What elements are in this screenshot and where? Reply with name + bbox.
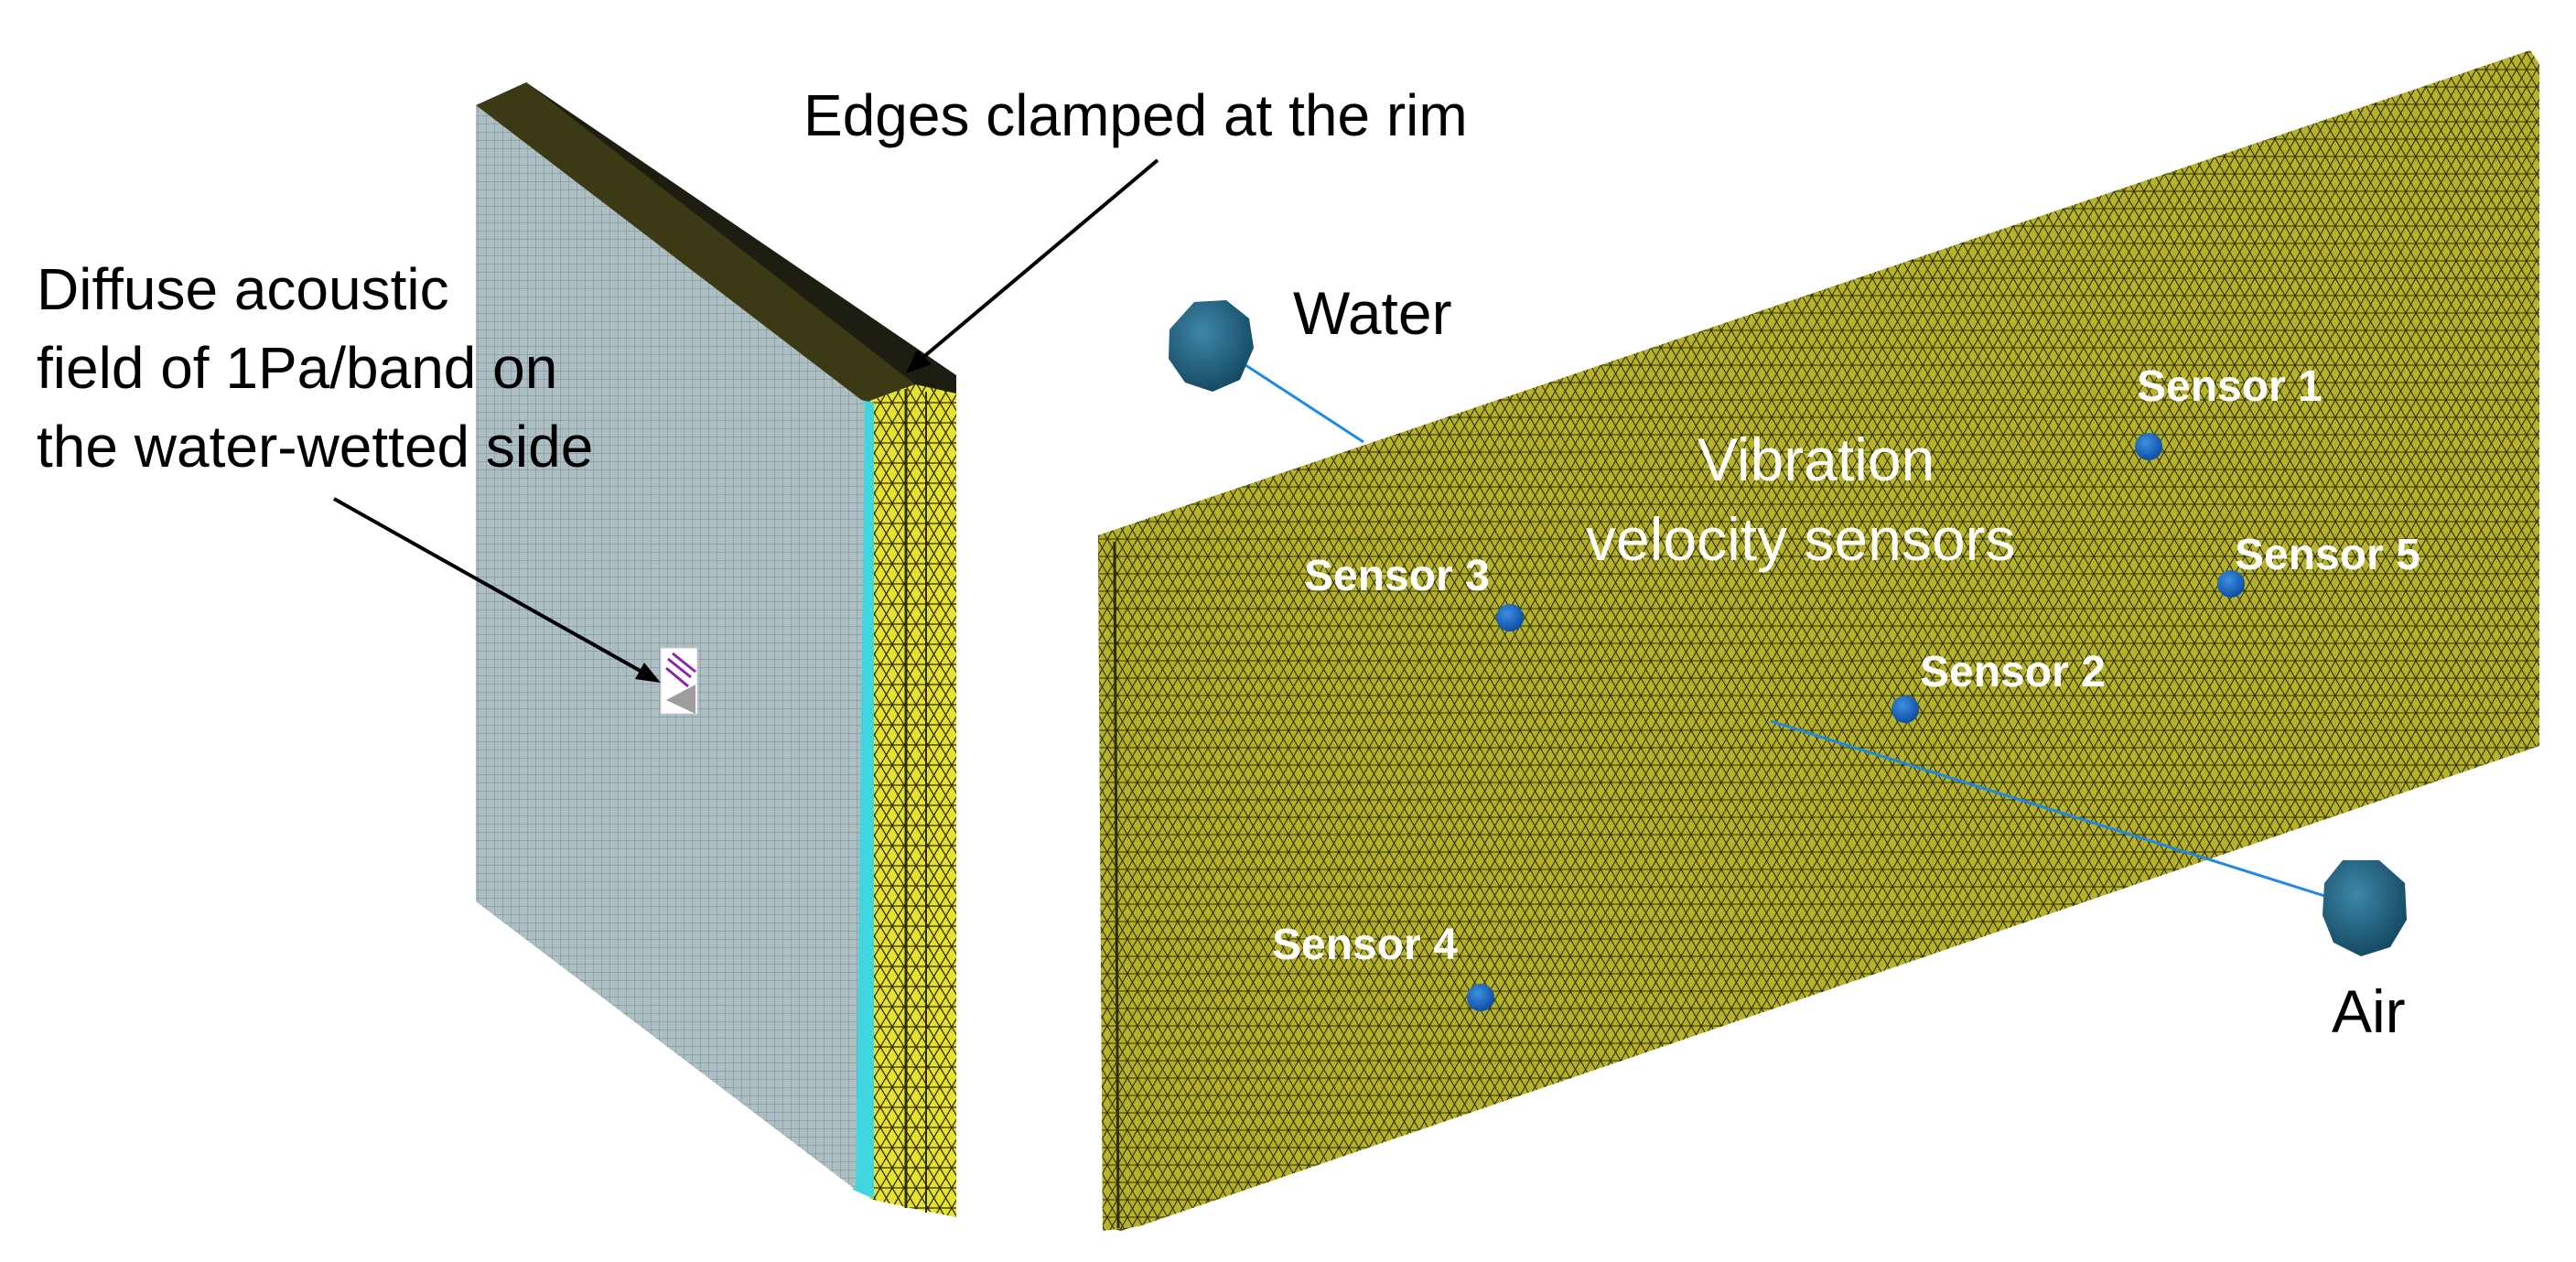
right-panel-face bbox=[1135, 64, 2539, 1226]
clamp-leader bbox=[909, 158, 1159, 370]
diffuse-label-line1: Diffuse acoustic bbox=[37, 256, 449, 322]
diffuse-leader bbox=[333, 497, 652, 679]
water-label: Water bbox=[1293, 279, 1452, 347]
sensor-2-dot bbox=[1892, 696, 1919, 723]
water-sphere bbox=[1169, 300, 1254, 392]
diffuse-label-line2: field of 1Pa/band on bbox=[37, 335, 557, 401]
air-sphere bbox=[2323, 860, 2407, 956]
diffuse-label-line3: the water-wetted side bbox=[37, 414, 593, 480]
left-panel bbox=[476, 82, 956, 1217]
air-leader bbox=[1770, 719, 2334, 901]
air-label: Air bbox=[2332, 977, 2406, 1045]
sensor-1-dot bbox=[2135, 433, 2162, 460]
vibration-label-line2: velocity sensors bbox=[1586, 505, 2016, 573]
acoustic-load-icon bbox=[660, 647, 698, 715]
sensor-4-label: Sensor 4 bbox=[1272, 921, 1458, 969]
left-panel-top-edge bbox=[476, 82, 915, 403]
sensor-3-dot bbox=[1496, 604, 1524, 631]
right-panel bbox=[1098, 50, 2539, 1231]
sensor-2-label: Sensor 2 bbox=[1920, 648, 2106, 696]
sensor-3-label: Sensor 3 bbox=[1304, 552, 1490, 600]
vibration-label-line1: Vibration bbox=[1698, 426, 1935, 493]
sensor-5-label: Sensor 5 bbox=[2235, 531, 2420, 579]
sensor-5-dot bbox=[2217, 570, 2245, 598]
right-panel-left-edge bbox=[1098, 535, 1139, 1231]
sensor-4-dot bbox=[1467, 984, 1494, 1011]
clamp-arrowhead bbox=[906, 350, 932, 373]
clamp-label: Edges clamped at the rim bbox=[803, 82, 1468, 148]
water-leader bbox=[1239, 360, 1364, 444]
diffuse-arrowhead bbox=[635, 663, 661, 683]
left-panel-mesh-side bbox=[865, 384, 956, 1217]
right-panel-top-edge bbox=[1098, 50, 2539, 549]
sensor-1-label: Sensor 1 bbox=[2137, 362, 2323, 411]
